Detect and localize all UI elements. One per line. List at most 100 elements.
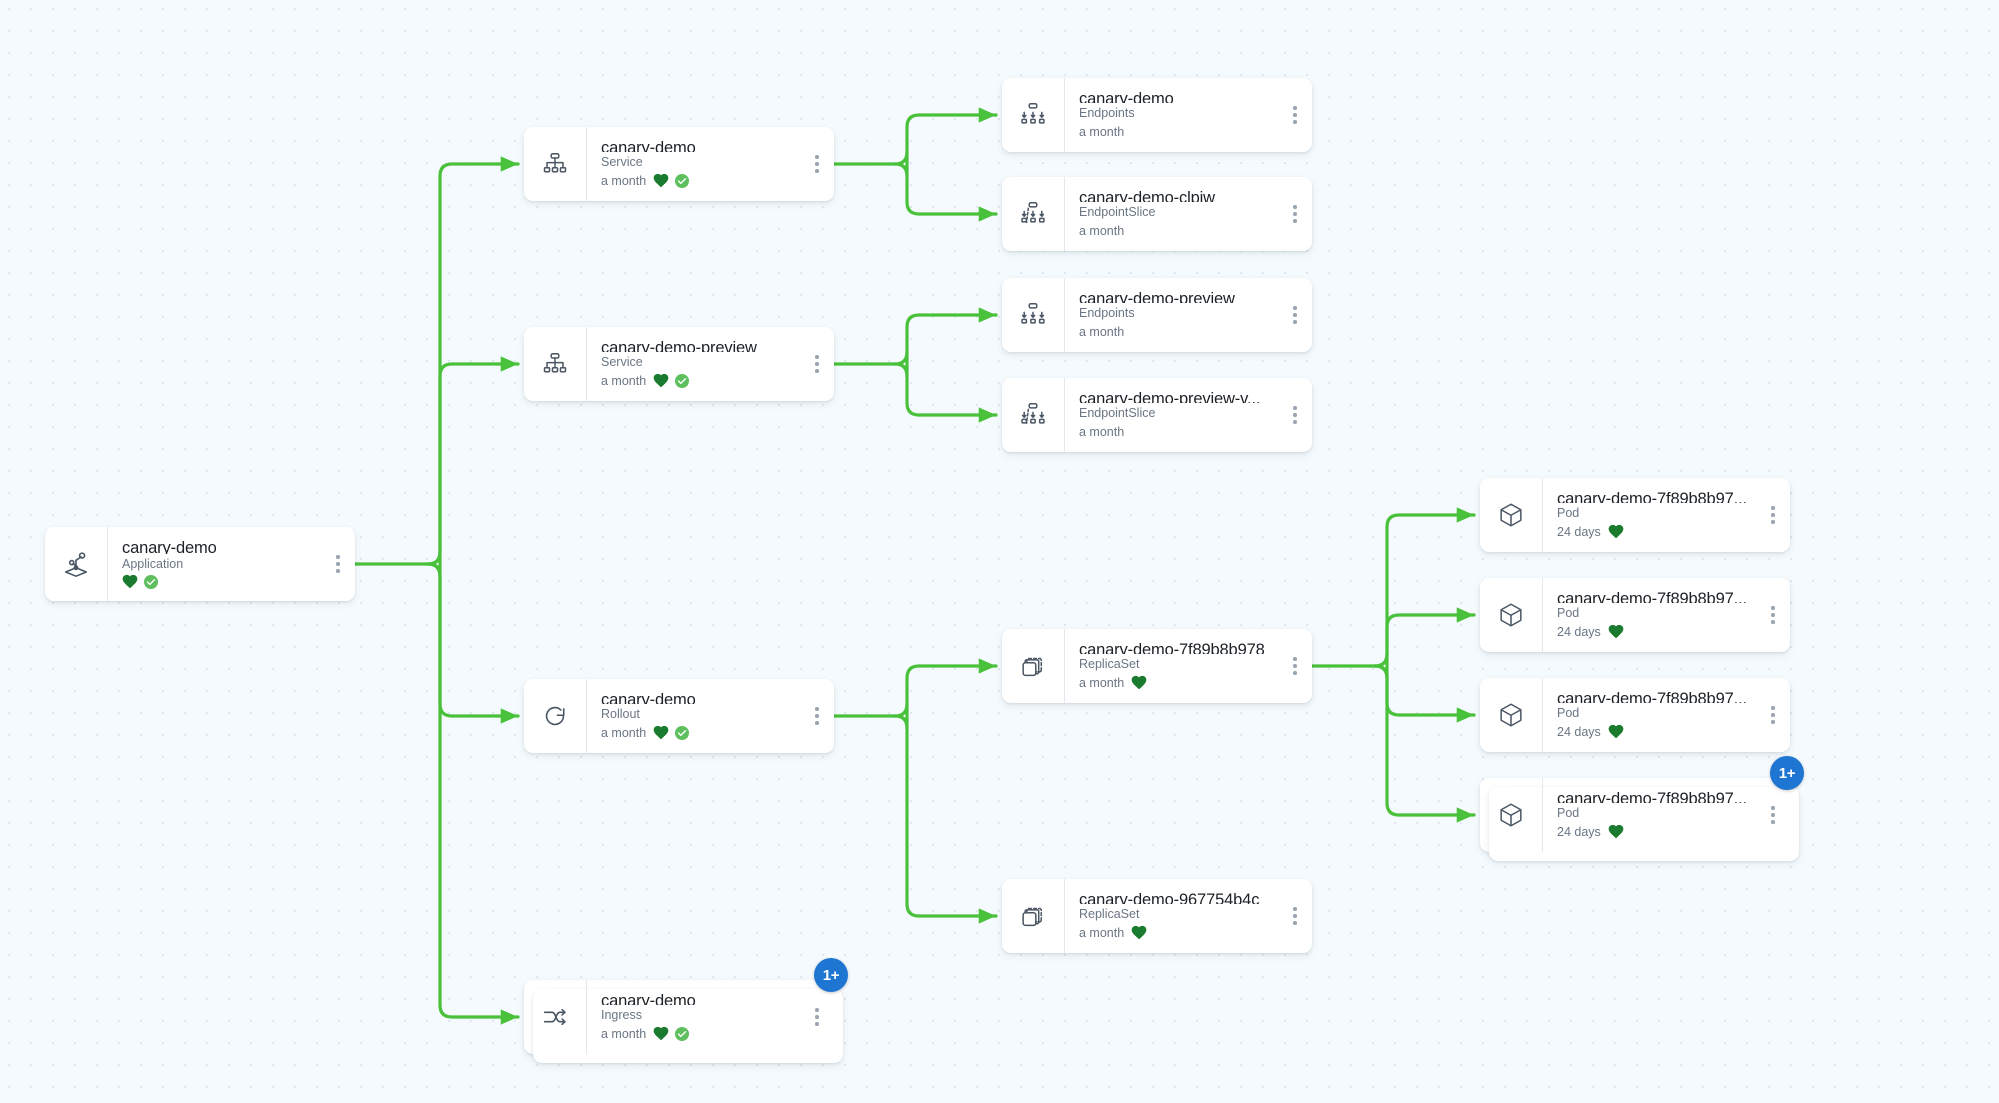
node-meta: 24 days [1557, 523, 1752, 541]
collapsed-count-badge[interactable]: 1+ [814, 958, 848, 992]
node-kind: Pod [1557, 506, 1580, 520]
node-card-endpointslice[interactable]: canary-demo-clpjw EndpointSlice a month [1002, 177, 1312, 251]
node-title: canary-demo [601, 992, 696, 1005]
node-menu-button[interactable] [1284, 278, 1306, 352]
node-menu-button[interactable] [806, 127, 828, 201]
node-body: canary-demo-967754b4c ReplicaSet a month [1064, 879, 1284, 953]
node-title: canary-demo [601, 691, 696, 704]
node-menu-button[interactable] [1284, 879, 1306, 953]
dot [815, 1022, 819, 1026]
dot [815, 362, 819, 366]
node-menu-button[interactable] [327, 527, 349, 601]
sync-status-icon [675, 174, 690, 188]
node-card-endpoints[interactable]: canary-demo Endpoints a month [1002, 78, 1312, 152]
dot [1771, 606, 1775, 610]
node-status-icons [1608, 524, 1624, 540]
node-card-service[interactable]: canary-demo-preview Service a month [524, 327, 834, 401]
node-card-endpoints[interactable]: canary-demo-preview Endpoints a month [1002, 278, 1312, 352]
health-heart-icon [1608, 824, 1624, 839]
node-menu-button[interactable] [1762, 778, 1784, 852]
node-body: canary-demo-preview Endpoints a month [1064, 278, 1284, 352]
dot [815, 721, 819, 725]
node-age: a month [601, 174, 647, 188]
node-menu-button[interactable] [1284, 378, 1306, 452]
collapsed-count-badge[interactable]: 1+ [1770, 756, 1804, 790]
service-icon [524, 327, 586, 401]
node-age: a month [1079, 425, 1125, 439]
node-kind: Pod [1557, 606, 1580, 620]
node-card-replicaset[interactable]: canary-demo-7f89b8b978 ReplicaSet a mont… [1002, 629, 1312, 703]
dot [1293, 313, 1297, 317]
node-age: a month [601, 726, 647, 740]
node-kind: EndpointSlice [1079, 205, 1156, 219]
node-card-endpointslice[interactable]: canary-demo-preview-v... EndpointSlice a… [1002, 378, 1312, 452]
dot [1771, 513, 1775, 517]
dot [1293, 212, 1297, 216]
node-card-replicaset[interactable]: canary-demo-967754b4c ReplicaSet a month [1002, 879, 1312, 953]
edge-app-service [426, 156, 520, 566]
edge-app-rollout [426, 562, 520, 724]
node-meta: a month [601, 1025, 796, 1043]
node-title: canary-demo-967754b4c [1079, 891, 1260, 904]
edge-rs-pod-4 [1373, 664, 1476, 823]
node-card-service[interactable]: canary-demo Service a month [524, 127, 834, 201]
endpointslice-icon [1002, 177, 1064, 251]
health-heart-icon [1131, 675, 1147, 690]
node-age: a month [1079, 125, 1125, 139]
edge-app-ingress [426, 562, 520, 1025]
node-card-pod[interactable]: canary-demo-7f89b8b97... Pod 24 days [1480, 678, 1790, 752]
node-kind: ReplicaSet [1079, 657, 1140, 671]
node-card-rollout[interactable]: canary-demo Rollout a month [524, 679, 834, 753]
node-meta: 24 days [1557, 623, 1752, 641]
node-menu-button[interactable] [806, 679, 828, 753]
node-body: canary-demo-7f89b8b97... Pod 24 days [1542, 778, 1762, 852]
node-title: canary-demo [122, 539, 217, 554]
dot [815, 355, 819, 359]
node-title: canary-demo-7f89b8b97... [1557, 590, 1747, 603]
node-title: canary-demo-preview [601, 339, 757, 352]
edge-service-endpointslice [893, 162, 998, 222]
node-age: a month [1079, 676, 1125, 690]
node-menu-button[interactable] [1284, 177, 1306, 251]
dot [336, 555, 340, 559]
node-meta: a month [1079, 222, 1274, 240]
node-title: canary-demo [1079, 90, 1174, 103]
node-card-pod[interactable]: canary-demo-7f89b8b97... Pod 24 days [1480, 478, 1790, 552]
health-heart-icon [122, 574, 138, 589]
node-status-icons [1608, 724, 1624, 740]
dot [1771, 520, 1775, 524]
node-menu-button[interactable] [1284, 629, 1306, 703]
dot [815, 155, 819, 159]
node-body: canary-demo Service a month [586, 127, 806, 201]
node-kind: Endpoints [1079, 106, 1135, 120]
dot [1771, 813, 1775, 817]
node-meta: a month [1079, 323, 1274, 341]
node-card-pod[interactable]: canary-demo-7f89b8b97... Pod 24 days [1480, 578, 1790, 652]
pod-icon [1480, 678, 1542, 752]
node-card-ingress[interactable]: canary-demo Ingress a month [524, 980, 843, 1063]
node-menu-button[interactable] [1762, 578, 1784, 652]
node-menu-button[interactable] [806, 980, 828, 1054]
dot [1771, 806, 1775, 810]
node-meta: a month [1079, 123, 1274, 141]
edge-rs-pod-1 [1373, 507, 1476, 668]
replicaset-icon [1002, 879, 1064, 953]
node-menu-button[interactable] [1762, 478, 1784, 552]
pod-icon [1480, 778, 1542, 852]
node-meta: a month [601, 372, 796, 390]
node-status-icons [1131, 675, 1147, 691]
sync-status-icon [675, 374, 690, 388]
node-menu-button[interactable] [1284, 78, 1306, 152]
node-menu-button[interactable] [1762, 678, 1784, 752]
argo-application-icon [45, 527, 107, 601]
node-card-application[interactable]: canary-demo Application [45, 527, 355, 601]
node-card-pod[interactable]: canary-demo-7f89b8b97... Pod 24 days [1480, 778, 1799, 861]
edge-rollout-replicaset-2 [893, 714, 998, 924]
node-meta: a month [1079, 423, 1274, 441]
node-kind: Pod [1557, 806, 1580, 820]
node-menu-button[interactable] [806, 327, 828, 401]
node-body: canary-demo Endpoints a month [1064, 78, 1284, 152]
node-kind: Endpoints [1079, 306, 1135, 320]
endpoints-icon [1002, 278, 1064, 352]
